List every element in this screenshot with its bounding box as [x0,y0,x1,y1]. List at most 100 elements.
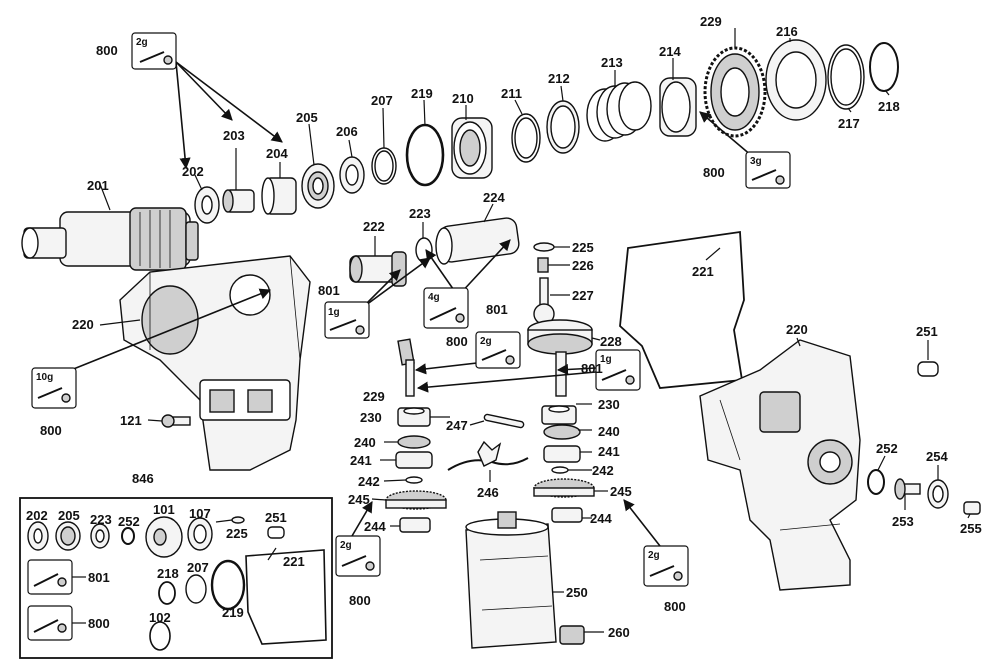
svg-text:4g: 4g [428,292,440,303]
part-202-washer [194,186,220,224]
label-225: 225 [572,240,594,255]
box-part-107 [187,517,213,551]
box-label-219: 219 [222,605,244,620]
label-212: 212 [548,71,570,86]
label-242: 242 [358,474,380,489]
label-253: 253 [892,514,914,529]
label-240: 240 [354,435,376,450]
part-229-pinion-right [555,351,567,397]
label-244: 244 [364,519,386,534]
label-229: 229 [363,389,385,404]
svg-text:2g: 2g [136,37,148,48]
box-label-223: 223 [90,512,112,527]
part-216-bearing [765,39,827,121]
label-219: 219 [411,86,433,101]
part-201-spindle [21,207,199,271]
box-label-221: 221 [283,554,305,569]
part-242-ring-right [551,466,569,474]
box-label-225: 225 [226,526,248,541]
kit-846-box: 202 205 223 252 101 107 225 251 221 218 … [19,497,333,659]
kit-icon-2: 3g [745,151,791,189]
part-254-washer [927,479,949,509]
label-801: 801 [581,361,603,376]
svg-text:1g: 1g [600,354,612,365]
label-216: 216 [776,24,798,39]
label-205: 205 [296,110,318,125]
box-label-801: 801 [88,570,110,585]
kit-icon-7: 10g [31,367,77,409]
box-label-202: 202 [26,508,48,523]
part-219-o-ring [405,123,445,187]
label-224: 224 [483,190,505,205]
label-227: 227 [572,288,594,303]
part-245-gear-left [385,490,447,510]
part-241-gear-right [543,445,581,463]
label-250: 250 [566,585,588,600]
svg-text:2g: 2g [480,336,492,347]
part-222-piston [349,251,407,287]
part-211-ring [511,113,541,163]
box-part-218 [158,581,176,605]
label-260: 260 [608,625,630,640]
part-224-cylinder [435,217,520,265]
label-800: 800 [349,593,371,608]
svg-text:2g: 2g [340,540,352,551]
label-251: 251 [916,324,938,339]
kit-icon-6: 1g [595,349,641,391]
label-801: 801 [318,283,340,298]
kit-icon-4: 4g [423,287,469,329]
part-228-crank [527,319,593,355]
box-label-205: 205 [58,508,80,523]
label-800: 800 [40,423,62,438]
part-252-o-ring [867,469,885,495]
label-223: 223 [409,206,431,221]
part-255-screw [963,501,981,515]
part-220-gear-housing-left [119,255,311,471]
part-203-sleeve [222,189,255,213]
svg-text:2g: 2g [648,550,660,561]
svg-text:10g: 10g [36,372,53,383]
box-part-252 [121,527,135,545]
box-label-252: 252 [118,514,140,529]
part-205-bearing [301,163,335,209]
kit-icon-8: 2g [335,535,381,577]
part-212-ring [546,100,580,154]
part-246-spring [447,440,529,471]
part-253-bolt [894,478,921,500]
label-220: 220 [72,317,94,332]
label-203: 203 [223,128,245,143]
label-801: 801 [486,302,508,317]
part-220-gear-housing-right [699,339,861,591]
part-250-motor [465,511,557,649]
part-227-pin [533,277,555,325]
part-207-ring [371,147,397,185]
label-220: 220 [786,322,808,337]
box-label-107: 107 [189,506,211,521]
label-242: 242 [592,463,614,478]
part-229-pinion-left [397,338,415,397]
label-245: 245 [348,492,370,507]
box-part-219 [210,559,246,611]
label-230: 230 [598,397,620,412]
kit-icon-1: 2g [131,32,177,70]
label-206: 206 [336,124,358,139]
box-part-205 [55,521,81,551]
label-213: 213 [601,55,623,70]
box-label-102: 102 [149,610,171,625]
svg-text:1g: 1g [328,307,340,318]
label-121: 121 [120,413,142,428]
label-244: 244 [590,511,612,526]
label-800: 800 [664,599,686,614]
label-222: 222 [363,219,385,234]
label-230: 230 [360,410,382,425]
label-210: 210 [452,91,474,106]
label-221: 221 [692,264,714,279]
part-labels: 800 201 202 203 204 205 206 207 219 210 … [40,14,982,640]
label-846: 846 [132,471,154,486]
svg-text:3g: 3g [750,156,762,167]
box-part-225 [231,516,245,524]
box-part-207 [185,574,207,604]
box-part-101 [145,516,183,558]
label-241: 241 [350,453,372,468]
box-kit-801 [27,559,73,595]
